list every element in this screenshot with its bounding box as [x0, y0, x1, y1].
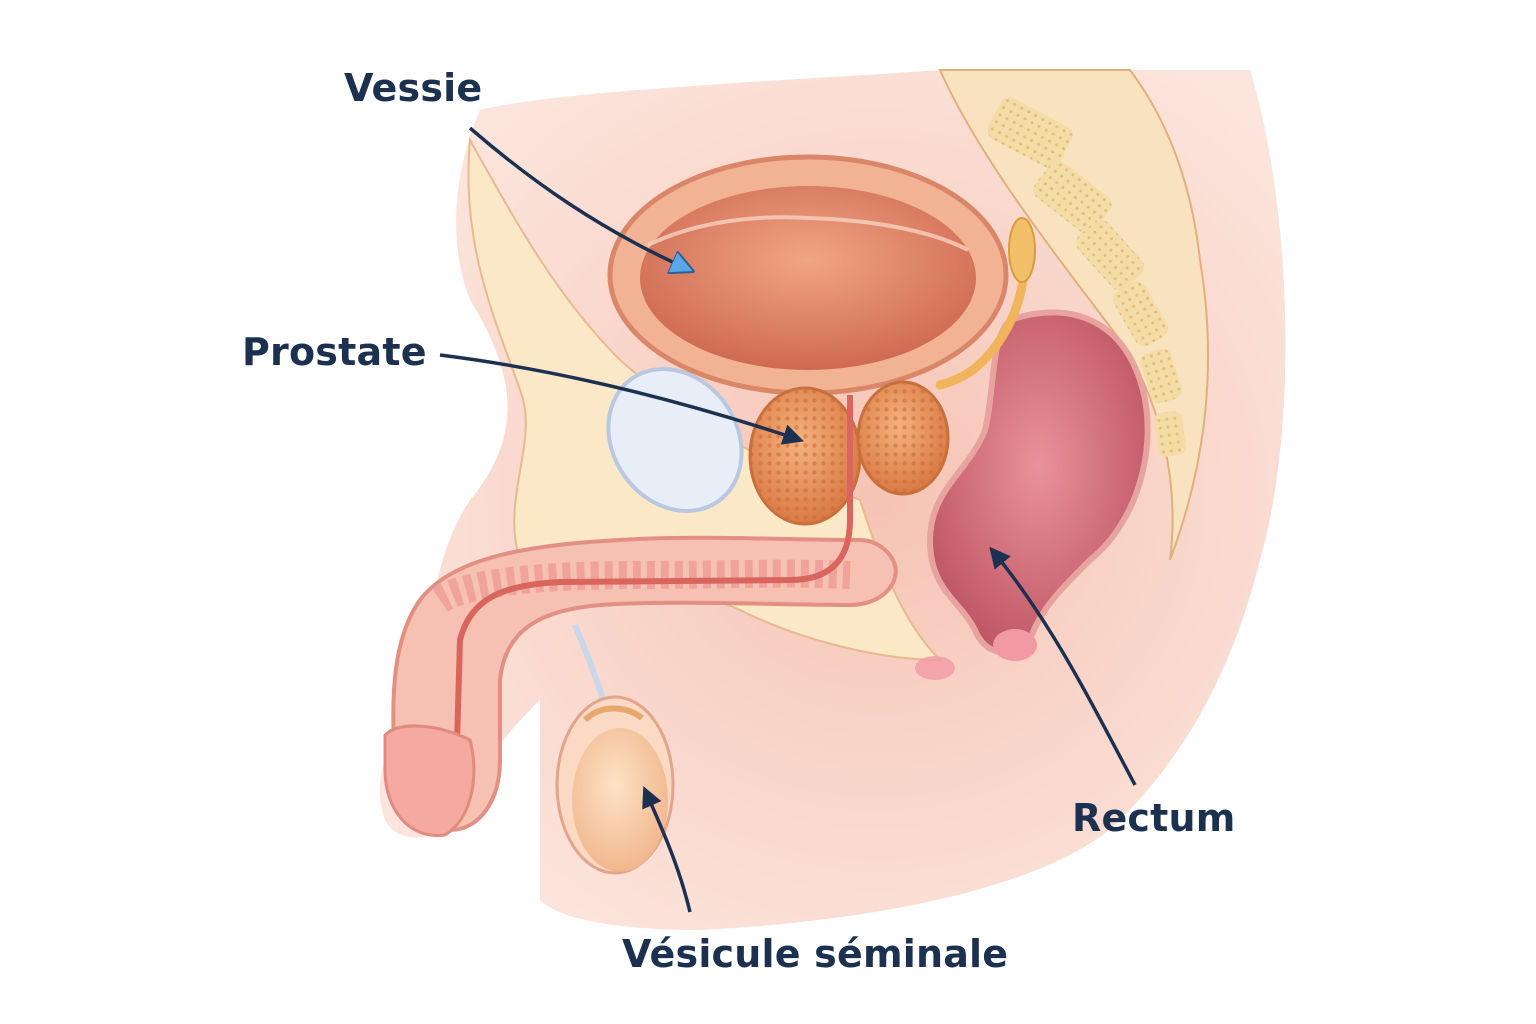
label-rectum: Rectum	[1072, 796, 1236, 840]
bladder-organ	[607, 154, 1009, 396]
label-prostate: Prostate	[242, 330, 427, 374]
rectum-arrow	[989, 546, 1137, 786]
vessie-arrow	[468, 126, 690, 270]
vesicule-arrow	[642, 786, 692, 913]
penis-urethra	[383, 395, 898, 838]
pubic-bone	[606, 367, 744, 513]
spine	[938, 69, 1210, 561]
prostate-organ	[748, 380, 950, 526]
label-vessie: Vessie	[344, 66, 483, 110]
label-vesicule-seminale: Vésicule séminale	[622, 932, 1009, 976]
rectum-organ	[915, 309, 1151, 680]
testis-organ	[555, 623, 675, 875]
prostate-arrow	[439, 353, 804, 445]
duct-ampulla	[1008, 217, 1036, 283]
pubic-tissue	[467, 136, 943, 662]
